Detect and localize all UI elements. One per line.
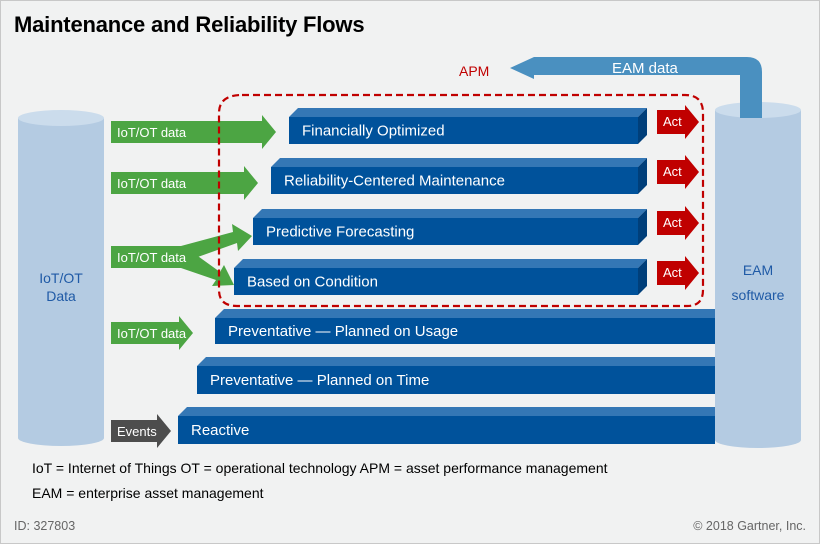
eam-data-label: EAM data <box>612 60 679 77</box>
arrow-shape <box>111 115 276 149</box>
act-arrow: Act <box>657 155 699 189</box>
arrow-label: IoT/OT data <box>117 326 187 341</box>
iot-data-arrow: IoT/OT data <box>111 166 258 200</box>
apm-boundary <box>217 93 705 308</box>
arrow-label: IoT/OT data <box>117 176 187 191</box>
strategy-bar: Preventative — Planned on Usage <box>215 309 724 344</box>
bar-front-face <box>178 416 715 444</box>
bar-front-face <box>289 117 638 144</box>
maintenance-strategy-bars: Financially OptimizedReliability-Centere… <box>178 108 724 444</box>
bar-label: Predictive Forecasting <box>266 224 414 241</box>
act-arrow-shape <box>657 155 699 189</box>
legend-line-1: IoT = Internet of Things OT = operationa… <box>32 460 608 476</box>
arrow-branch-up <box>181 224 252 258</box>
act-arrow: Act <box>657 206 699 240</box>
bar-side-face <box>638 259 647 295</box>
strategy-bar: Preventative — Planned on Time <box>197 357 724 394</box>
bar-top-face <box>197 357 724 366</box>
act-arrow: Act <box>657 105 699 139</box>
act-arrow-shape <box>657 105 699 139</box>
bar-front-face <box>234 268 638 295</box>
bar-top-face <box>271 158 647 167</box>
left-cylinder-label-2: Data <box>46 288 76 304</box>
bar-top-face <box>289 108 647 117</box>
left-cylinder-label-1: IoT/OT <box>39 270 83 286</box>
bar-label: Based on Condition <box>247 274 378 291</box>
legend-line-2: EAM = enterprise asset management <box>32 485 264 501</box>
bar-top-face <box>215 309 724 318</box>
iot-data-arrow: IoT/OT data <box>111 316 193 350</box>
right-cylinder-label-1: EAM <box>743 262 773 278</box>
bar-top-face <box>253 209 647 218</box>
bar-label: Preventative — Planned on Usage <box>228 323 458 340</box>
arrow-shape <box>111 166 258 200</box>
bar-side-face <box>638 158 647 194</box>
events-arrow: Events <box>111 414 171 448</box>
bar-label: Reliability-Centered Maintenance <box>284 173 505 190</box>
bar-front-face <box>253 218 638 245</box>
arrow-label: IoT/OT data <box>117 250 187 265</box>
arrow-body <box>111 246 195 268</box>
bar-top-face <box>178 407 724 416</box>
act-arrow-shape <box>657 206 699 240</box>
right-cylinder-label-2: software <box>732 287 785 303</box>
iot-data-arrow: IoT/OT data <box>111 115 276 149</box>
bar-label: Financially Optimized <box>302 123 445 140</box>
bar-side-face <box>638 108 647 144</box>
copyright: © 2018 Gartner, Inc. <box>693 519 806 533</box>
act-label: Act <box>663 164 682 179</box>
eam-data-arrow: EAM data <box>510 57 762 118</box>
act-arrow-shape <box>657 256 699 290</box>
strategy-bar: Reliability-Centered Maintenance <box>271 158 647 194</box>
strategy-bar: Reactive <box>178 407 724 444</box>
bar-front-face <box>271 167 638 194</box>
apm-label: APM <box>459 63 489 79</box>
bar-front-face <box>197 366 715 394</box>
bar-side-face <box>638 209 647 245</box>
act-arrow: Act <box>657 256 699 290</box>
act-label: Act <box>663 265 682 280</box>
arrow-label: IoT/OT data <box>117 125 187 140</box>
bar-top-face <box>234 259 647 268</box>
arrow-shape <box>111 414 171 448</box>
arrow-branch-down <box>181 254 234 286</box>
iot-ot-data-cylinder: IoT/OT Data <box>18 110 104 446</box>
iot-data-arrow: IoT/OT data <box>111 224 252 286</box>
arrow-label: Events <box>117 424 157 439</box>
strategy-bar: Based on Condition <box>234 259 647 295</box>
bar-label: Preventative — Planned on Time <box>210 372 429 389</box>
figure-title: Maintenance and Reliability Flows <box>14 12 365 37</box>
eam-software-cylinder: EAM software <box>715 100 801 448</box>
strategy-bar: Financially Optimized <box>289 108 647 144</box>
act-label: Act <box>663 114 682 129</box>
figure-id: ID: 327803 <box>14 519 76 533</box>
bar-front-face <box>215 318 715 344</box>
strategy-bar: Predictive Forecasting <box>253 209 647 245</box>
arrow-shape <box>111 316 193 350</box>
bar-label: Reactive <box>191 422 249 439</box>
act-label: Act <box>663 215 682 230</box>
